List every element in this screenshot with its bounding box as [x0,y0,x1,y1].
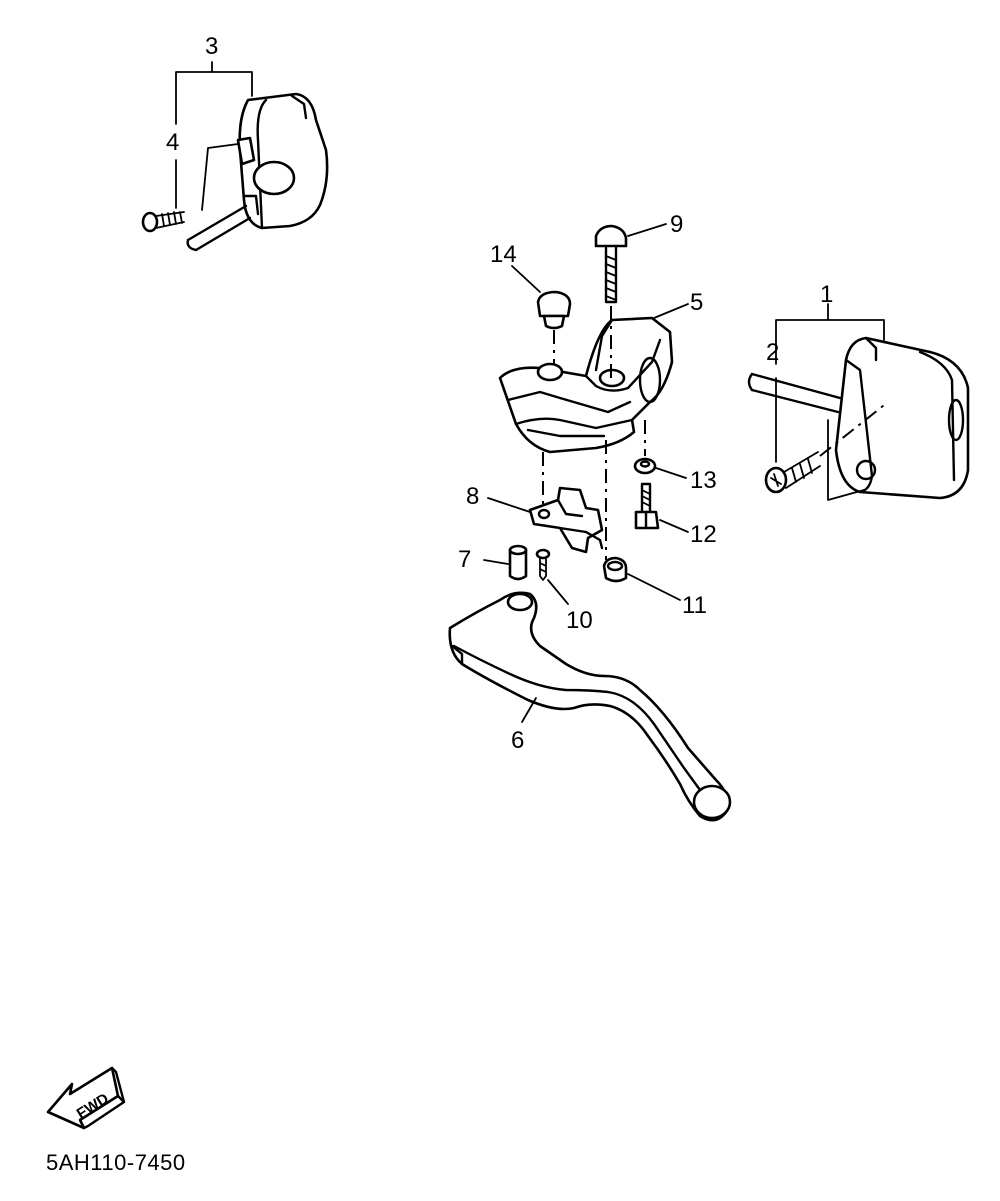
drawing-code: 5AH110-7450 [46,1150,186,1175]
bracket-3-4 [175,61,253,211]
callout-13: 13 [690,467,717,494]
collar-7 [508,544,528,581]
callout-3: 3 [205,33,218,60]
screw-4 [141,211,185,233]
screw-10 [535,548,551,581]
callout-14: 14 [490,241,517,268]
lever-holder-5 [498,316,674,454]
nut-11 [602,556,628,583]
callout-10: 10 [566,607,593,634]
right-handlebar-switch [747,303,970,501]
bolt-9 [594,224,628,378]
left-handlebar-switch [186,92,329,252]
switch-8 [528,440,607,560]
callout-5: 5 [690,289,703,316]
callout-12: 12 [690,521,717,548]
callout-labels: 1 2 3 4 5 6 7 8 9 10 11 12 13 14 [166,33,833,754]
leader-lines [483,223,689,723]
callout-9: 9 [670,211,683,238]
cap-14 [536,290,572,364]
screw-right-switch [764,401,889,494]
callout-1: 1 [820,281,833,308]
callout-2: 2 [766,339,779,366]
lever-6 [448,591,732,822]
fwd-arrow-icon: FWD [46,1066,126,1130]
callout-11: 11 [682,592,707,619]
washer-13 [633,420,657,475]
bolt-12 [634,482,660,530]
callout-6: 6 [511,727,524,754]
callout-4: 4 [166,129,179,156]
callout-7: 7 [458,546,471,573]
callout-8: 8 [466,483,479,510]
